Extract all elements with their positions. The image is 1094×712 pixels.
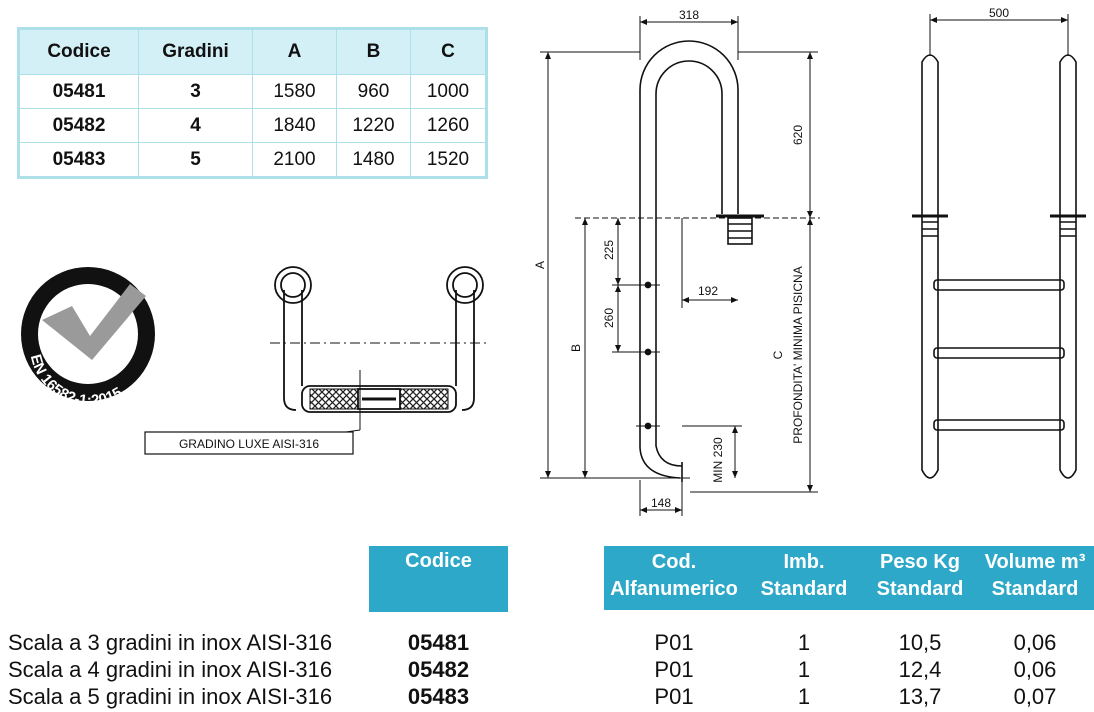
- header-c: C: [410, 28, 487, 75]
- table-row: Scala a 4 gradini in inox AISI-316 05482…: [0, 657, 1094, 685]
- table-row: 05481 3 1580 960 1000: [18, 74, 487, 109]
- dim-min-230: MIN 230: [711, 437, 725, 483]
- dim-c: C: [771, 350, 785, 359]
- header-cod-alfanumerico: Cod. Alfanumerico: [604, 546, 744, 610]
- certification-badge: EN 16582-1:2015: [21, 267, 155, 409]
- depth-label: PROFONDITA' MINIMA PISICNA: [791, 266, 805, 443]
- header-vol-line2: Standard: [991, 578, 1079, 600]
- dim-148: 148: [651, 496, 671, 510]
- cell-codice: 05482: [18, 108, 139, 143]
- product-imb: 1: [797, 684, 811, 709]
- dim-260: 260: [602, 308, 616, 328]
- header-volume-standard: Volume m³ Standard: [976, 546, 1094, 610]
- product-code: 05481: [407, 630, 470, 655]
- product-alfa: P01: [654, 630, 694, 655]
- product-description: Scala a 4 gradini in inox AISI-316: [8, 657, 333, 682]
- header-codice-product: Codice: [369, 546, 508, 612]
- product-code: 05482: [407, 657, 470, 682]
- step-drawing: [270, 266, 488, 433]
- header-alfa-line1: Cod.: [651, 551, 697, 573]
- cell-gradini: 3: [138, 74, 253, 109]
- dim-500: 500: [989, 6, 1009, 20]
- dim-318: 318: [679, 8, 699, 22]
- header-imb-line1: Imb.: [783, 551, 825, 573]
- technical-drawings: EN 16582-1:2015 GRADINO LUXE AISI-316: [21, 6, 1086, 516]
- cell-b: 960: [336, 74, 411, 109]
- cell-b: 1480: [336, 142, 411, 178]
- dim-225: 225: [602, 240, 616, 260]
- side-view: [540, 16, 820, 516]
- header-b: B: [336, 28, 411, 75]
- cell-codice: 05483: [18, 142, 139, 178]
- product-description: Scala a 5 gradini in inox AISI-316: [8, 684, 333, 709]
- product-alfa: P01: [654, 657, 694, 682]
- product-alfa: P01: [654, 684, 694, 709]
- dim-b: B: [569, 344, 583, 352]
- product-volume: 0,06: [1013, 630, 1057, 655]
- table-row: Scala a 5 gradini in inox AISI-316 05483…: [0, 684, 1094, 712]
- product-imb: 1: [797, 657, 811, 682]
- step-label: GRADINO LUXE AISI-316: [179, 437, 319, 451]
- header-imb-line2: Standard: [760, 578, 848, 600]
- header-peso-line1: Peso Kg: [879, 551, 961, 573]
- checkmark-icon: [42, 284, 146, 360]
- table-row: Scala a 3 gradini in inox AISI-316 05481…: [0, 630, 1094, 658]
- header-imb-standard: Imb. Standard: [744, 546, 864, 610]
- product-imb: 1: [797, 630, 811, 655]
- header-peso-standard: Peso Kg Standard: [864, 546, 976, 610]
- table-row: 05483 5 2100 1480 1520: [18, 142, 487, 178]
- dimension-table-header: Codice Gradini A B C: [18, 28, 487, 75]
- cell-a: 1580: [252, 74, 337, 109]
- product-volume: 0,07: [1013, 684, 1057, 709]
- step-label-box: [144, 431, 354, 455]
- product-volume: 0,06: [1013, 657, 1057, 682]
- product-description: Scala a 3 gradini in inox AISI-316: [8, 630, 333, 655]
- cell-a: 2100: [252, 142, 337, 178]
- front-view: [912, 14, 1086, 479]
- product-peso: 12,4: [898, 657, 942, 682]
- dim-192: 192: [698, 284, 718, 298]
- cell-a: 1840: [252, 108, 337, 143]
- header-peso-line2: Standard: [876, 578, 964, 600]
- product-peso: 13,7: [898, 684, 942, 709]
- table-row: 05482 4 1840 1220 1260: [18, 108, 487, 143]
- product-table-header: Cod. Alfanumerico Imb. Standard Peso Kg …: [604, 546, 1094, 610]
- header-alfa-line2: Alfanumerico: [610, 578, 738, 600]
- cell-c: 1000: [410, 74, 487, 109]
- product-peso: 10,5: [898, 630, 942, 655]
- dim-620: 620: [791, 125, 805, 145]
- product-code: 05483: [407, 684, 470, 709]
- cell-c: 1520: [410, 142, 487, 178]
- cell-c: 1260: [410, 108, 487, 143]
- cell-b: 1220: [336, 108, 411, 143]
- cell-gradini: 5: [138, 142, 253, 178]
- header-vol-line1: Volume m³: [984, 551, 1086, 573]
- dim-a: A: [533, 261, 547, 269]
- dimension-table: Codice Gradini A B C 05481 3 1580 960 10…: [17, 27, 488, 179]
